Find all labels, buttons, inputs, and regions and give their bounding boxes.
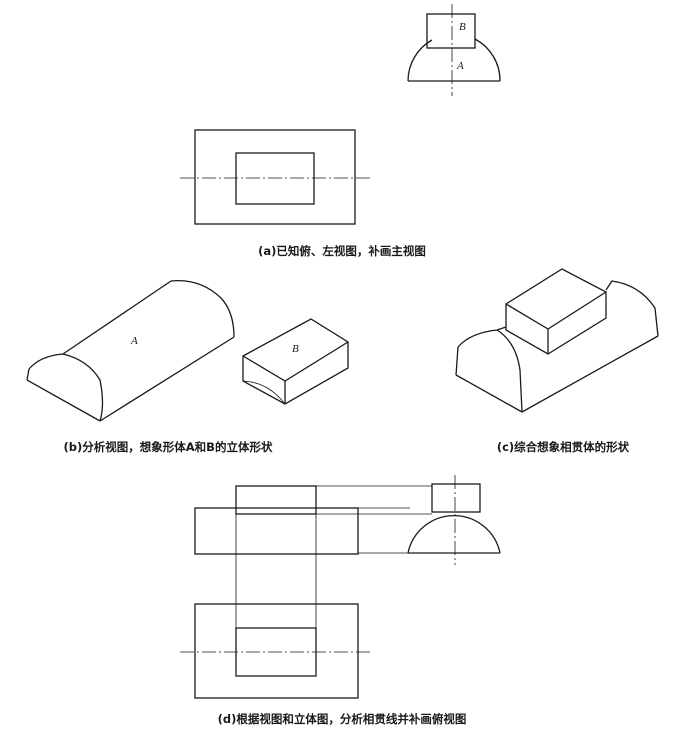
label-b: B (292, 343, 299, 355)
box-outline (505, 268, 607, 355)
top-edge (62, 280, 172, 355)
front-left-edge (455, 346, 459, 376)
panel-d-top-view (180, 603, 372, 699)
inner-rect (235, 152, 315, 205)
half-cylinder-arc-left (407, 39, 433, 82)
panel-d-front-view (194, 485, 359, 555)
back-arc (605, 280, 659, 337)
panel-b-half-cylinder: A (26, 279, 235, 422)
label-b: B (459, 21, 466, 33)
label-a: A (130, 335, 138, 347)
box-cut-arc (242, 380, 286, 405)
box-front (235, 485, 317, 515)
panel-d-projection-lines (235, 485, 432, 628)
panel-a-left-view: B A (407, 4, 501, 96)
box-outline (242, 318, 349, 405)
box-top-edges (505, 291, 607, 330)
caption-a: (a)已知俯、左视图，补画主视图 (258, 244, 426, 258)
front-left-edge (26, 368, 30, 381)
front-arc (28, 353, 104, 422)
box-b-outline (426, 13, 476, 49)
caption-c: (c)综合想象相贯体的形状 (497, 440, 630, 454)
half-cylinder-arc-right (474, 38, 501, 82)
outer-rect (194, 603, 359, 699)
bottom-edge (99, 336, 235, 422)
caption-d: (d)根据视图和立体图，分析相贯线并补画俯视图 (218, 712, 467, 726)
front-base (455, 374, 523, 413)
bottom-edge (521, 335, 659, 413)
panel-c-combined (455, 268, 659, 413)
half-cylinder-arc (407, 515, 501, 554)
box-side (431, 483, 481, 513)
panel-a-top-view (180, 129, 370, 225)
panel-d-left-view (407, 475, 501, 565)
panel-b-box: B (242, 318, 349, 405)
outer-rect (194, 129, 356, 225)
back-arc (170, 279, 235, 338)
label-a: A (456, 60, 464, 72)
front-arc-lower (496, 329, 523, 413)
front-base (26, 379, 101, 422)
cylinder-front (194, 507, 359, 555)
front-arc-left (457, 326, 507, 348)
caption-b: (b)分析视图，想象形体A和B的立体形状 (64, 440, 273, 454)
